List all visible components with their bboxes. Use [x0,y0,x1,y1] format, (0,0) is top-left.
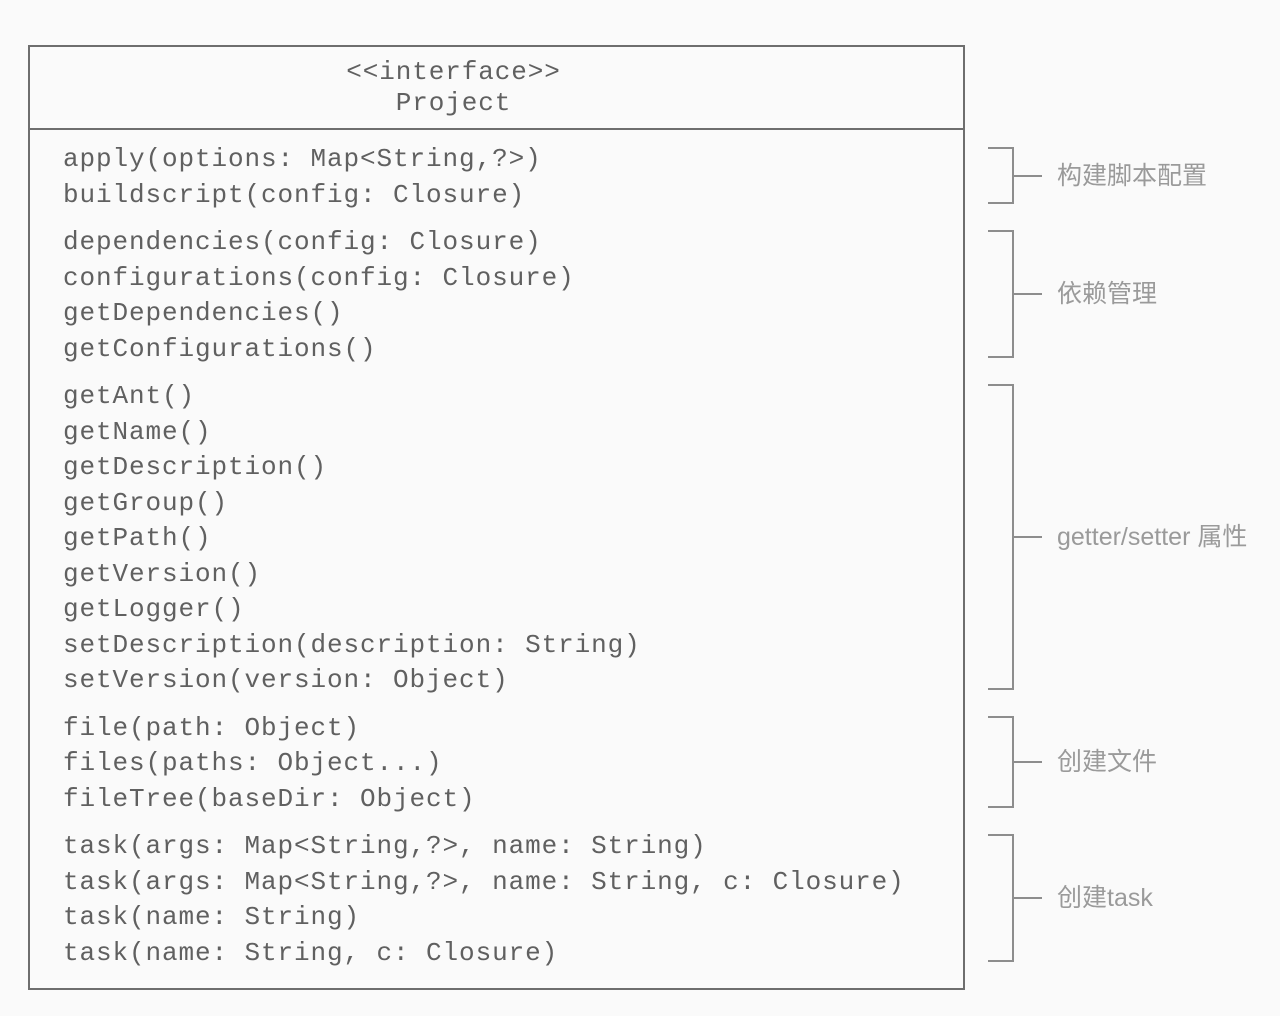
annotation-bracket [988,715,1014,808]
method-signature: fileTree(baseDir: Object) [63,783,476,814]
method-section: file(path: Object) files(paths: Object...… [63,711,963,818]
annotation-bracket [988,147,1014,204]
method-signature: task(args: Map<String,?>, name: String) [63,831,707,861]
method-signature: task(name: String) [63,902,361,932]
method-section: getAnt() getName() getDescription() getGrou… [63,379,963,699]
bracket-connector-line [1014,897,1042,899]
method-signature: getPath() [63,523,212,553]
method-signature: dependencies(config: Closure) [63,227,542,257]
method-signature: getGroup() [63,487,229,518]
method-signature: configurations(config: Closure) [63,262,575,293]
bracket-connector-line [1014,293,1042,295]
method-signature: buildscript(config: Closure) [63,179,526,210]
method-signature: getDescription() [63,452,328,482]
uml-class-box: <<interface>> Project apply(options: Map… [28,45,965,990]
method-signature: getName() [63,416,212,447]
class-name: Project [395,87,512,118]
method-signature: setVersion(version: Object) [63,665,509,695]
method-signature: getAnt() [63,381,196,411]
bracket-connector-line [1014,174,1042,177]
stereotype-label: <<interface>> [346,56,561,87]
method-signature: files(paths: Object...) [63,748,443,778]
method-signature: apply(options: Map<String,?>) [63,144,542,174]
method-signature: getVersion() [63,558,262,589]
method-section: apply(options: Map<String,?>) buildscript… [63,142,963,213]
method-signature: getLogger() [63,594,245,624]
annotation-label: 依赖管理 [1057,280,1158,308]
method-signature: getDependencies() [63,298,344,328]
annotation-label: 创建文件 [1057,747,1158,776]
bracket-connector-line [1014,535,1042,538]
uml-methods-compartment: apply(options: Map<String,?>) buildscript… [30,130,963,971]
method-signature: file(path: Object) [63,712,361,743]
annotation-bracket [988,384,1014,690]
uml-title-compartment: <<interface>> Project [30,47,963,130]
method-signature: task(args: Map<String,?>, name: String, … [63,866,905,897]
bracket-connector-line [1014,760,1042,763]
annotation-label: 创建task [1057,884,1153,912]
annotation-label: 构建脚本配置 [1057,161,1208,190]
method-signature: getConfigurations() [63,333,377,364]
annotation-label: getter/setter 属性 [1057,522,1248,551]
method-section: dependencies(config: Closure) configurati… [63,225,963,367]
method-signature: setDescription(description: String) [63,629,641,660]
method-signature: task(name: String, c: Closure) [63,937,559,968]
method-section: task(args: Map<String,?>, name: String) t… [63,829,963,971]
annotation-bracket [988,834,1014,962]
annotation-bracket [988,230,1014,358]
